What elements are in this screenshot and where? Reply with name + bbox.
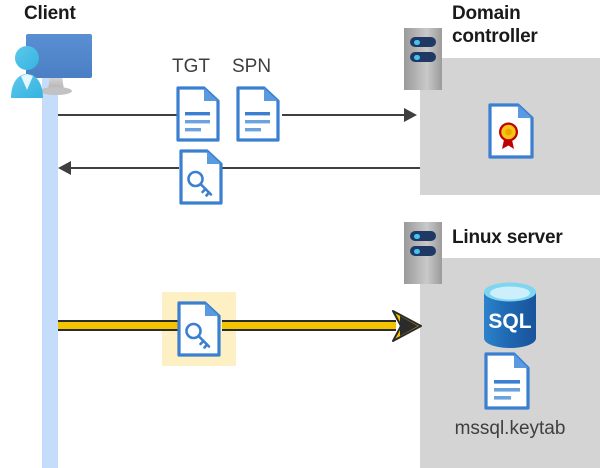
keytab-document-icon [484,352,530,415]
domain-controller-label: Domain controller [452,2,600,48]
message-1-arrowhead [404,108,417,122]
domain-controller-label-line1: Domain [452,3,521,24]
message-2-arrowhead [58,161,71,175]
certificate-document-icon [488,103,534,164]
linux-server-server-icon [404,222,442,284]
client-workstation-icon [6,28,102,100]
client-label: Client [24,3,76,24]
service-ticket-key-document-icon-2 [177,301,221,362]
service-ticket-key-document-icon-1 [179,149,223,210]
message-3-line-left [58,320,178,331]
client-lifeline [42,72,58,468]
tgt-label: TGT [172,56,210,77]
sql-database-icon: SQL [477,280,543,355]
message-3-arrowhead [392,310,422,347]
domain-controller-server-icon [404,28,442,90]
message-2-line-right [222,167,420,169]
domain-controller-label-line2: controller [452,26,538,47]
message-2-line-left [71,167,179,169]
linux-server-label: Linux server [452,227,563,248]
spn-document-icon [236,86,280,147]
sql-icon-text: SQL [488,310,531,333]
message-3-line-right [222,320,396,331]
spn-label: SPN [232,56,272,77]
message-1-line-right [282,114,406,116]
tgt-document-icon [176,86,220,147]
message-1-line-left [58,114,178,116]
keytab-filename-label: mssql.keytab [454,418,566,439]
